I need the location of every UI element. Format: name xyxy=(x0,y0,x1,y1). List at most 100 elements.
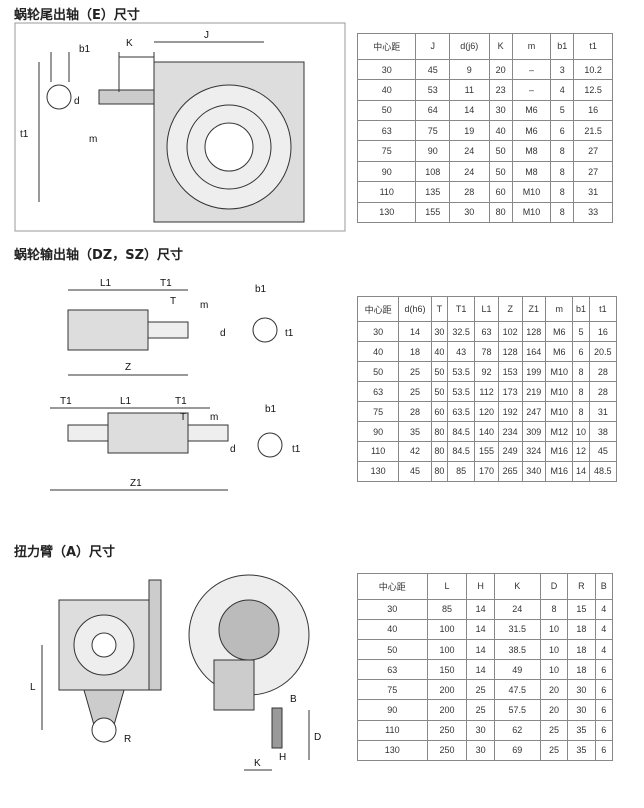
table-cell: 85 xyxy=(446,460,476,483)
table-cell: 50 xyxy=(357,638,428,661)
table-cell: 110 xyxy=(356,181,417,203)
table-cell: 90 xyxy=(356,421,400,443)
table-cell: 14 xyxy=(448,99,490,122)
table-cell: 50 xyxy=(356,99,417,122)
table-cell: 60 xyxy=(430,401,448,423)
table-cell: 23 xyxy=(488,79,513,101)
table-cell: 164 xyxy=(521,341,547,363)
table-cell: 30 xyxy=(430,321,448,343)
table-cell: 53.5 xyxy=(446,381,476,403)
table-cell: 130 xyxy=(357,739,428,762)
table-cell: 80 xyxy=(488,201,513,224)
table-cell: 63 xyxy=(356,120,417,142)
table-cell: 45 xyxy=(588,441,618,462)
table-cell: 30 xyxy=(488,99,513,122)
table-cell: 27 xyxy=(573,140,613,162)
table-cell: 100 xyxy=(426,618,468,640)
table-cell: 64 xyxy=(415,99,450,122)
header-cell: Z xyxy=(497,295,523,323)
table-cell: 40 xyxy=(356,341,400,363)
dimension-label: T1 xyxy=(175,396,187,407)
table-cell: 21.5 xyxy=(573,120,613,142)
table-cell: 8 xyxy=(550,140,575,162)
drawing-dz-sz: L1 T1 T Z m d b1 t1 T1 L1 T1 T Z1 m d b1… xyxy=(50,278,301,491)
table-cell: 130 xyxy=(356,460,400,483)
table-cell: 28 xyxy=(588,361,618,383)
table-cell: 84.5 xyxy=(446,421,476,443)
table-cell: 10 xyxy=(572,421,590,443)
table-cell: 57.5 xyxy=(493,699,541,721)
table-cell: 28 xyxy=(398,401,432,423)
header-cell: D xyxy=(539,573,569,600)
table-cell: 31 xyxy=(573,181,613,203)
header-cell: Z1 xyxy=(521,295,547,323)
table-cell: 25 xyxy=(539,739,569,762)
table-cell: 309 xyxy=(521,421,547,443)
table-cell: 30 xyxy=(448,201,490,224)
header-cell: J xyxy=(415,33,450,60)
table-cell: 8 xyxy=(572,381,590,403)
header-cell: R xyxy=(567,573,596,600)
header-cell: d(j6) xyxy=(448,33,490,60)
table-cell: 170 xyxy=(474,460,499,483)
dimension-label: L1 xyxy=(120,396,132,407)
dimension-label: L xyxy=(30,682,36,693)
table-cell: 90 xyxy=(415,140,450,162)
table-cell: 63 xyxy=(474,321,499,343)
table-cell: 3 xyxy=(550,58,575,81)
table-cell: 20 xyxy=(539,679,569,701)
table-cell: 19 xyxy=(448,120,490,142)
table-cell: 192 xyxy=(497,401,523,423)
table-cell: 20.5 xyxy=(588,341,618,363)
table-cell: 30 xyxy=(466,719,495,741)
table-cell: 199 xyxy=(521,361,547,383)
header-cell: 中心距 xyxy=(356,295,400,323)
table-cell: 50 xyxy=(430,361,448,383)
table-cell: M10 xyxy=(511,181,552,203)
header-cell: K xyxy=(488,33,513,60)
table-cell: 47.5 xyxy=(493,679,541,701)
table-cell: 24 xyxy=(493,598,541,620)
table-cell: 92 xyxy=(474,361,499,383)
table-cell: 32.5 xyxy=(446,321,476,343)
table-cell: 35 xyxy=(398,421,432,443)
table-cell: 4 xyxy=(550,79,575,101)
header-cell: 中心距 xyxy=(356,33,417,60)
table-cell: M6 xyxy=(511,99,552,122)
section-title-e: 蜗轮尾出轴（E）尺寸 xyxy=(14,8,140,23)
table-cell: 35 xyxy=(567,719,596,741)
label-k: K xyxy=(126,38,133,49)
table-cell: 50 xyxy=(488,140,513,162)
table-cell: M10 xyxy=(511,201,552,224)
table-cell: 10.2 xyxy=(573,58,613,81)
dimension-label: T1 xyxy=(160,278,172,289)
table-cell: 50 xyxy=(488,160,513,183)
table-cell: M16 xyxy=(545,441,574,462)
table-cell: M10 xyxy=(545,361,574,383)
table-cell: 8 xyxy=(550,201,575,224)
drawing-a: L R B H K D xyxy=(30,574,321,771)
table-cell: 16 xyxy=(588,321,618,343)
table-cell: 33 xyxy=(573,201,613,224)
table-cell: 8 xyxy=(572,361,590,383)
table-cell: 14 xyxy=(398,321,432,343)
table-cell: M8 xyxy=(511,140,552,162)
table-cell: 80 xyxy=(430,421,448,443)
table-cell: 4 xyxy=(594,638,614,661)
dimension-label: d xyxy=(220,328,226,339)
table-cell: 140 xyxy=(474,421,499,443)
dimension-label: d xyxy=(230,444,236,455)
table-cell: 78 xyxy=(474,341,499,363)
dimension-label: R xyxy=(124,734,131,745)
header-cell: H xyxy=(466,573,495,600)
table-cell: M6 xyxy=(545,321,574,343)
table-cell: 53 xyxy=(415,79,450,101)
